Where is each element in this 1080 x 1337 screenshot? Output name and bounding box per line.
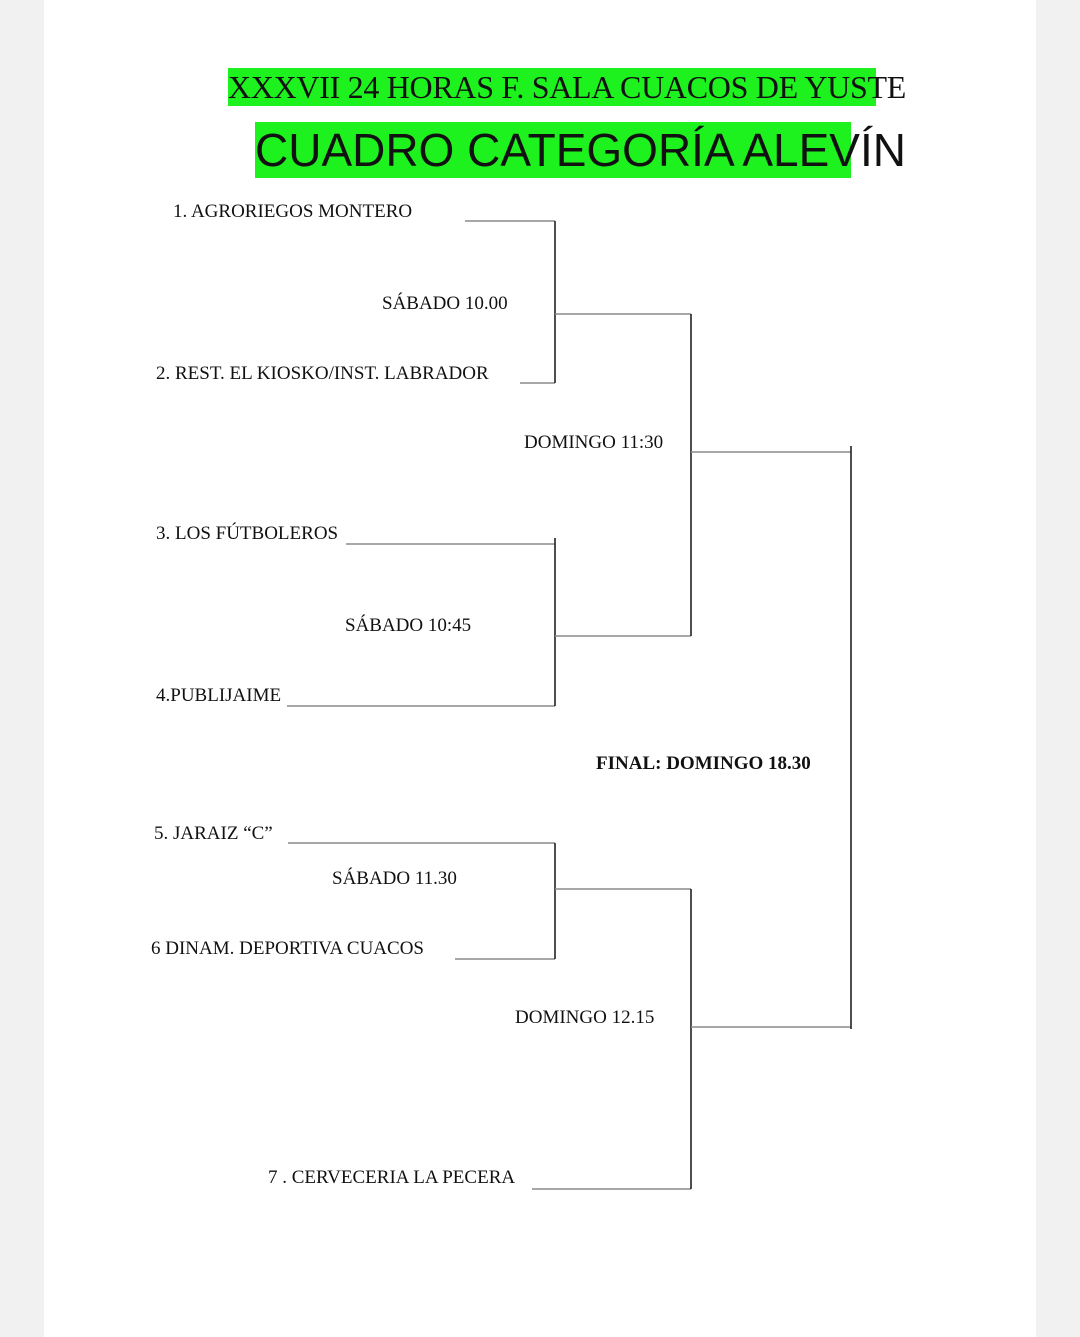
bracket-category-title: CUADRO CATEGORÍA ALEVÍN [255,122,906,178]
team-7-label: 7 . CERVECERIA LA PECERA [268,1167,516,1188]
final-time: FINAL: DOMINGO 18.30 [596,753,811,774]
document-page [44,0,1036,1337]
team-3-label: 3. LOS FÚTBOLEROS [156,523,339,544]
match-2-time: SÁBADO 10:45 [345,615,472,636]
tournament-title: XXXVII 24 HORAS F. SALA CUACOS DE YUSTE [228,68,906,106]
match-3-time: SÁBADO 11.30 [332,868,457,889]
match-1-time: SÁBADO 10.00 [382,293,508,314]
team-5-label: 5. JARAIZ “C” [154,823,273,844]
team-2-label: 2. REST. EL KIOSKO/INST. LABRADOR [156,363,489,384]
team-6-label: 6 DINAM. DEPORTIVA CUACOS [151,938,424,959]
team-1-label: 1. AGRORIEGOS MONTERO [173,201,413,222]
semi-2-time: DOMINGO 12.15 [515,1007,655,1028]
semi-1-time: DOMINGO 11:30 [524,432,664,453]
team-4-label: 4.PUBLIJAIME [156,685,282,706]
